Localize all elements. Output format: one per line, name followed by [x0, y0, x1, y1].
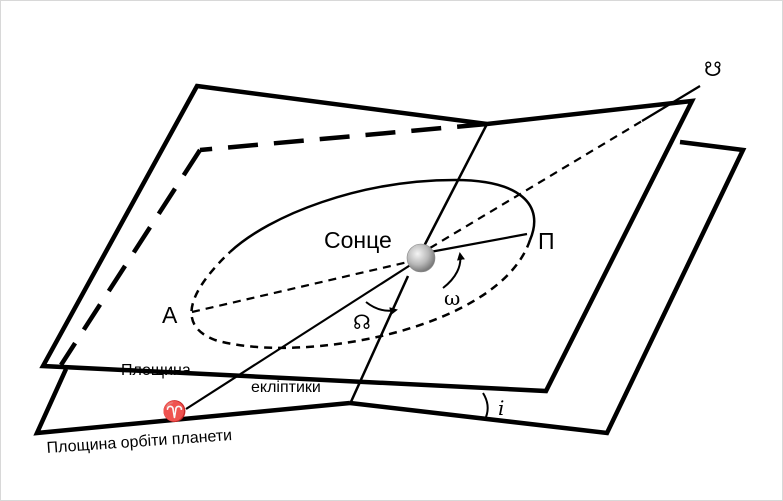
perihelion-label: П: [538, 228, 555, 254]
omega-arc: [443, 254, 460, 288]
sun: [407, 244, 435, 272]
ecliptic-plane-label-1: Площина: [121, 362, 191, 379]
inclination-label: i: [498, 396, 504, 420]
inclination-arc: [483, 393, 488, 417]
ecliptic-plane-label-2: екліптики: [251, 379, 321, 396]
angle-arcs: [366, 254, 488, 417]
aphelion-label: А: [162, 302, 178, 328]
vernal-equinox-label: ♈: [162, 399, 187, 423]
ascending-node-longitude-label: ☊: [353, 310, 371, 334]
reference-lines: [186, 86, 700, 409]
argument-of-perihelion-label: ω: [444, 286, 460, 310]
sun-label: Сонце: [324, 227, 392, 253]
descending-node-label: ☋: [704, 57, 722, 81]
